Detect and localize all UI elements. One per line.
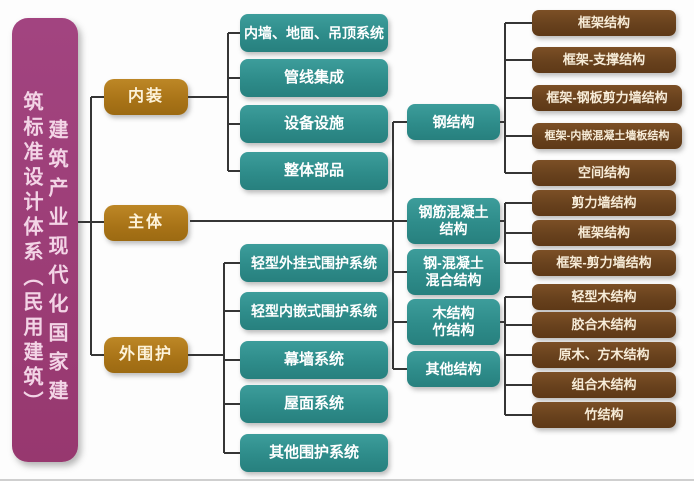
node-steel-concrete-composite-structure: 钢-混凝土 混合结构 — [407, 249, 500, 295]
node-frame-embedded-concrete-wall-panel-structure: 框架-内嵌混凝土墙板结构 — [532, 123, 682, 149]
node-light-embedded-envelope-system: 轻型内嵌式围护系统 — [240, 292, 388, 330]
node-timber-bamboo-structure: 木结构 竹结构 — [407, 299, 500, 345]
node-frame-bracing-structure: 框架-支撑结构 — [532, 47, 676, 73]
node-frame-shear-wall-structure: 框架-剪力墙结构 — [532, 250, 676, 276]
node-equipment-facilities: 设备设施 — [240, 105, 388, 143]
node-envelope: 外围护 — [104, 337, 188, 373]
node-composite-timber-structure: 组合木结构 — [532, 372, 676, 398]
node-light-external-hung-envelope-system: 轻型外挂式围护系统 — [240, 244, 388, 282]
node-curtain-wall-system: 幕墙系统 — [240, 341, 388, 379]
node-integrated-parts: 整体部品 — [240, 152, 388, 190]
node-main-structure: 主体 — [104, 205, 188, 241]
node-reinforced-concrete-structure: 钢筋混凝土 结构 — [407, 198, 500, 244]
node-roof-system: 屋面系统 — [240, 385, 388, 423]
node-light-timber-structure: 轻型木结构 — [532, 284, 676, 310]
node-shear-wall-structure: 剪力墙结构 — [532, 190, 676, 216]
node-frame-steel-plate-shear-wall-structure: 框架-钢板剪力墙结构 — [532, 85, 682, 111]
node-frame-structure: 框架结构 — [532, 10, 676, 36]
node-other-structure: 其他结构 — [407, 351, 500, 387]
node-rc-frame-structure: 框架结构 — [532, 220, 676, 246]
root-title-column-right: 建筑产业现代化国家建 — [45, 119, 67, 409]
node-pipeline-integration: 管线集成 — [240, 59, 388, 97]
node-log-square-timber-structure: 原木、方木结构 — [532, 342, 676, 368]
node-wall-floor-ceiling-system: 内墙、地面、吊顶系统 — [240, 14, 388, 52]
node-interior: 内装 — [104, 79, 188, 115]
node-bamboo-structure: 竹结构 — [532, 402, 676, 428]
node-national-building-standard-design-system: 建筑产业现代化国家建 筑标准设计体系（民用建筑） — [12, 18, 78, 462]
root-title-column-left: 筑标准设计体系（民用建筑） — [20, 91, 42, 416]
node-glulam-timber-structure: 胶合木结构 — [532, 312, 676, 338]
node-steel-structure: 钢结构 — [407, 104, 500, 140]
node-spatial-structure: 空间结构 — [532, 160, 676, 186]
node-other-envelope-system: 其他围护系统 — [240, 434, 388, 472]
